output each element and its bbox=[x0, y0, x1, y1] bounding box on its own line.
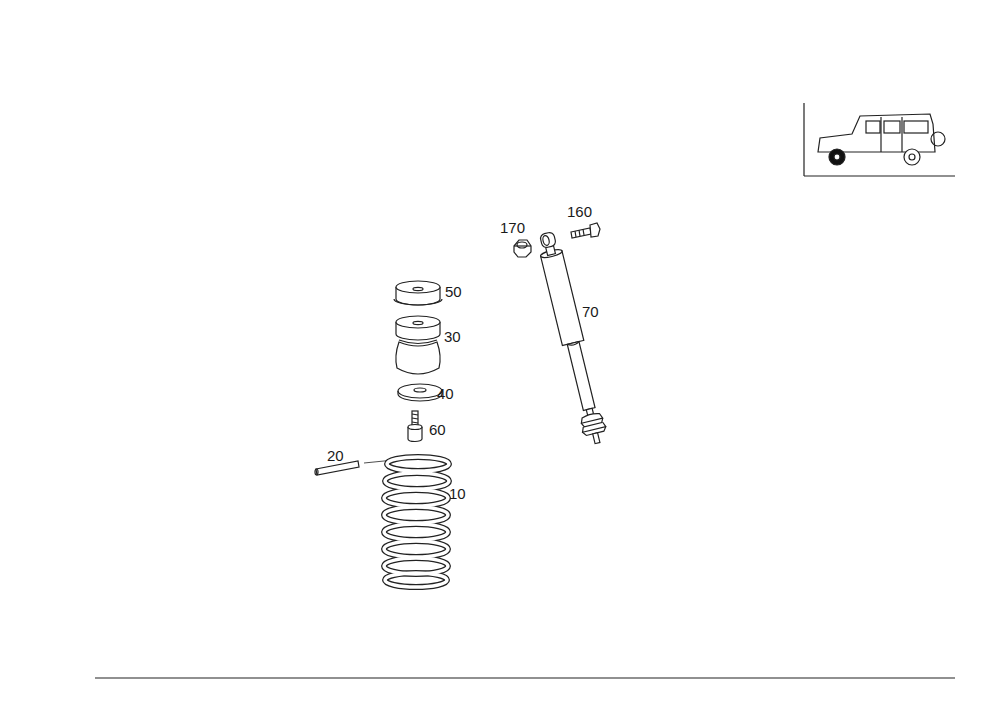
bolt bbox=[408, 411, 422, 442]
callout-number: 40 bbox=[437, 385, 454, 403]
callout-number: 160 bbox=[567, 203, 592, 221]
page-rule bbox=[95, 677, 955, 678]
thumb-frame bbox=[803, 103, 804, 176]
bump-stop bbox=[396, 316, 440, 374]
callout-number: 60 bbox=[429, 421, 446, 439]
thumb-frame bbox=[804, 175, 955, 176]
shock-absorber bbox=[535, 230, 609, 446]
callout-number: 50 bbox=[445, 283, 462, 301]
hex-nut bbox=[514, 240, 531, 257]
coil-spring bbox=[384, 457, 449, 587]
callout-number: 20 bbox=[327, 447, 344, 465]
mount-bolt bbox=[571, 223, 600, 238]
vehicle-thumbnail bbox=[818, 114, 945, 165]
callout-number: 30 bbox=[444, 328, 461, 346]
callout-number: 10 bbox=[449, 485, 466, 503]
callout-number: 170 bbox=[500, 219, 525, 237]
washer bbox=[398, 384, 442, 401]
callout-number: 70 bbox=[582, 303, 599, 321]
spring-cap bbox=[394, 281, 442, 305]
